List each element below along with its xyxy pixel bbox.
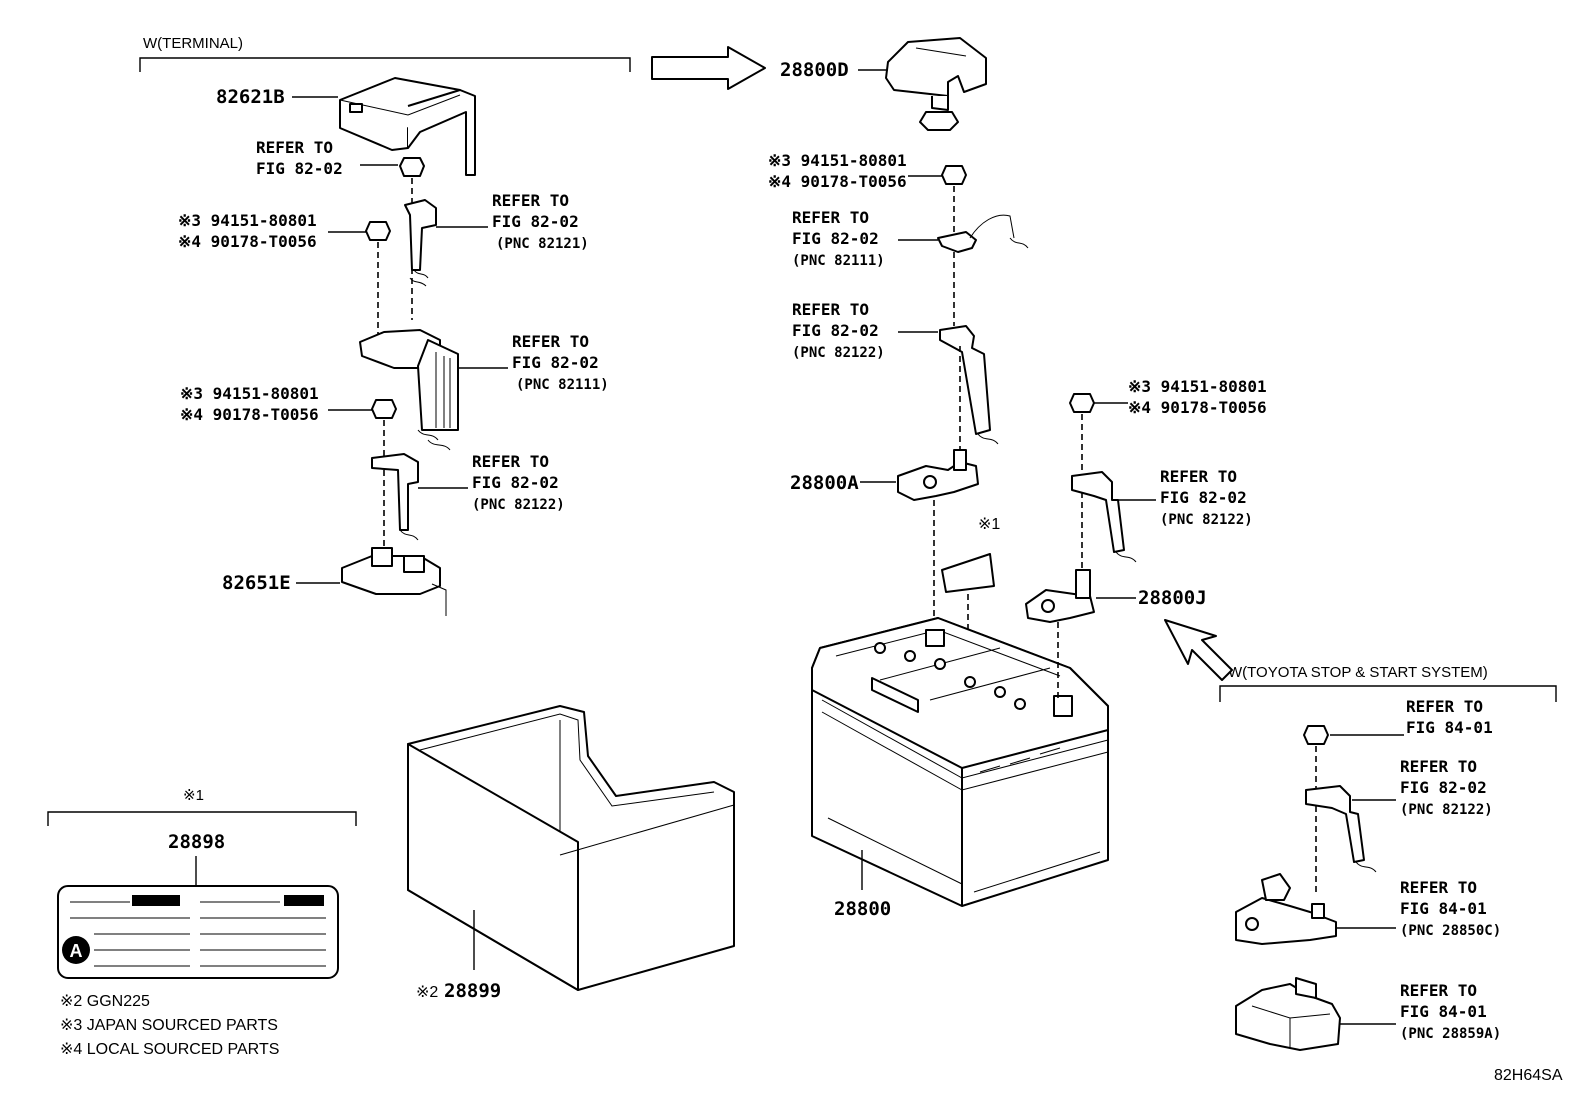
- pnc-ref: (PNC 82122): [472, 497, 565, 513]
- stop-start-bracket: W(TOYOTA STOP & START SYSTEM): [1219, 664, 1557, 702]
- terminal-28850c-icon: [1235, 873, 1337, 945]
- cover-28859a-icon: [1235, 977, 1341, 1051]
- fig-ref: FIG 84-01: [1400, 899, 1487, 918]
- terminal-28800a-icon: [897, 449, 979, 501]
- fig-ref: FIG 82-02: [512, 353, 599, 372]
- part-82651e: 82651E: [222, 572, 291, 594]
- refer-label: REFER TO: [1160, 467, 1237, 486]
- figure-code: 82H64SA: [1494, 1067, 1563, 1084]
- nut-icon: [941, 165, 967, 185]
- refer-label: REFER TO: [1400, 981, 1477, 1000]
- refer-label: REFER TO: [792, 208, 869, 227]
- cable-82111-icon: [937, 231, 977, 253]
- terminal-cover-28800d-icon: [885, 37, 987, 131]
- cable-82122-icon: [371, 453, 419, 531]
- fig-ref: FIG 82-02: [1160, 488, 1247, 507]
- fig-ref: FIG 82-02: [792, 321, 879, 340]
- label-letter: A: [70, 941, 83, 961]
- pnc-ref: (PNC 28850C): [1400, 923, 1501, 939]
- refer-label: REFER TO: [472, 452, 549, 471]
- note-2: ※2 GGN225: [60, 993, 150, 1010]
- part-28899: 28899: [444, 980, 501, 1002]
- terminal-bracket: W(TERMINAL): [139, 35, 631, 72]
- nut-icon: [371, 399, 397, 419]
- section-terminal: W(TERMINAL): [143, 35, 243, 52]
- part-28800a: 28800A: [790, 472, 859, 494]
- note1-bracket: ※1: [47, 787, 357, 826]
- cover-82621b-icon: [339, 77, 476, 176]
- alt-part-4: ※4 90178-T0056: [768, 172, 907, 191]
- part-28899-mark: ※2: [416, 984, 438, 1001]
- part-28898: 28898: [168, 831, 225, 853]
- arrow-right-icon: [651, 46, 766, 90]
- arrow-up-left-icon: [1164, 619, 1233, 681]
- alt-part-3: ※3 94151-80801: [180, 384, 319, 403]
- pnc-ref: (PNC 82122): [1160, 512, 1253, 528]
- fig-ref: FIG 82-02: [472, 473, 559, 492]
- fig-ref: FIG 82-02: [256, 159, 343, 178]
- section-stop-start: W(TOYOTA STOP & START SYSTEM): [1228, 664, 1488, 681]
- nut-icon: [1303, 725, 1329, 745]
- cable-82122-icon: [939, 325, 991, 435]
- refer-label: REFER TO: [256, 138, 333, 157]
- pnc-ref: (PNC 82111): [792, 253, 885, 269]
- bracket-82651e-icon: [341, 547, 447, 616]
- battery-tray-icon: [407, 705, 735, 991]
- note-3: ※3 JAPAN SOURCED PARTS: [60, 1017, 278, 1034]
- pnc-ref: (PNC 82122): [1400, 802, 1493, 818]
- alt-part-3: ※3 94151-80801: [1128, 377, 1267, 396]
- alt-part-4: ※4 90178-T0056: [178, 232, 317, 251]
- fig-ref: FIG 84-01: [1406, 718, 1493, 737]
- nut-icon: [1069, 393, 1095, 413]
- refer-label: REFER TO: [1400, 878, 1477, 897]
- note-4: ※4 LOCAL SOURCED PARTS: [60, 1041, 279, 1058]
- cable-82122-icon: [1071, 471, 1125, 553]
- cable-82122-icon: [1305, 785, 1365, 863]
- terminal-clamp-icon: [359, 329, 459, 451]
- alt-part-4: ※4 90178-T0056: [180, 405, 319, 424]
- label-sticker-icon: [941, 553, 995, 593]
- alt-part-4: ※4 90178-T0056: [1128, 398, 1267, 417]
- pnc-ref: (PNC 82111): [516, 377, 609, 393]
- part-28800d: 28800D: [780, 59, 849, 81]
- refer-label: REFER TO: [1400, 757, 1477, 776]
- fig-ref: FIG 82-02: [792, 229, 879, 248]
- alt-part-3: ※3 94151-80801: [178, 211, 317, 230]
- section-note1: ※1: [183, 787, 204, 804]
- alt-part-3: ※3 94151-80801: [768, 151, 907, 170]
- nut-icon: [399, 157, 425, 177]
- fig-ref: FIG 84-01: [1400, 1002, 1487, 1021]
- refer-label: REFER TO: [1406, 697, 1483, 716]
- pnc-ref: (PNC 82121): [496, 236, 589, 252]
- part-82621b: 82621B: [216, 86, 285, 108]
- fig-ref: FIG 82-02: [492, 212, 579, 231]
- fig-ref: FIG 82-02: [1400, 778, 1487, 797]
- label-marker: ※1: [978, 516, 1000, 533]
- refer-label: REFER TO: [512, 332, 589, 351]
- nut-icon: [365, 221, 391, 241]
- refer-label: REFER TO: [492, 191, 569, 210]
- pnc-ref: (PNC 28859A): [1400, 1026, 1501, 1042]
- refer-label: REFER TO: [792, 300, 869, 319]
- pnc-ref: (PNC 82122): [792, 345, 885, 361]
- terminal-28800j-icon: [1025, 569, 1095, 623]
- caution-label-icon: [57, 885, 339, 979]
- battery-icon: [811, 617, 1109, 907]
- part-28800j: 28800J: [1138, 587, 1207, 609]
- cable-82121-icon: [404, 199, 437, 271]
- part-28800: 28800: [834, 898, 891, 920]
